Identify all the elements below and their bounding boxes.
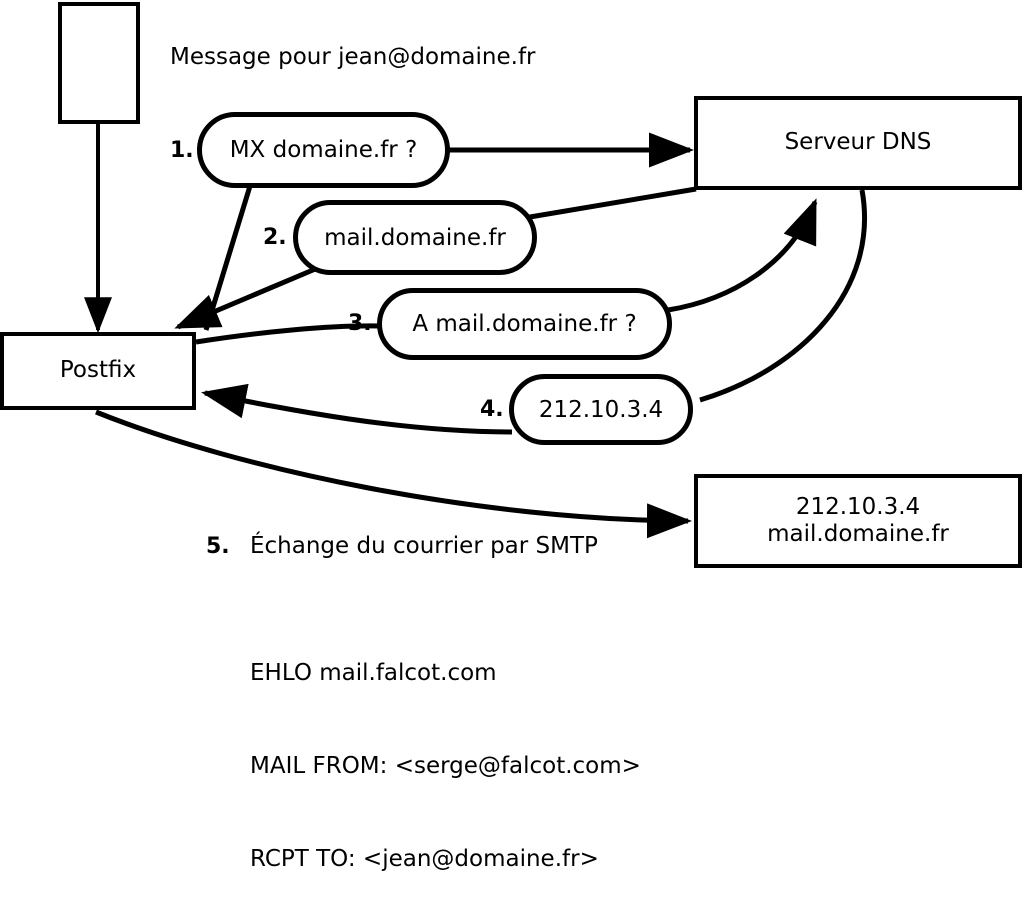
bubble-step-1[interactable]: MX domaine.fr ?: [197, 112, 450, 188]
step-5-label: Échange du courrier par SMTP: [250, 533, 598, 559]
step-number-1: 1.: [170, 138, 194, 163]
step-number-3: 3.: [348, 311, 372, 336]
node-mail-server[interactable]: 212.10.3.4 mail.domaine.fr: [694, 474, 1022, 568]
bubble-step-3-label: A mail.domaine.fr ?: [412, 311, 637, 337]
node-dns-server-label: Serveur DNS: [784, 129, 932, 156]
smtp-line: EHLO mail.falcot.com: [250, 660, 497, 686]
message-header-text: Message pour jean@domaine.fr: [170, 44, 536, 70]
node-sender[interactable]: [58, 2, 140, 124]
node-dns-server[interactable]: Serveur DNS: [694, 96, 1022, 190]
bubble-step-1-label: MX domaine.fr ?: [229, 137, 418, 163]
node-mail-server-host: mail.domaine.fr: [767, 521, 949, 547]
bubble-step-2-label: mail.domaine.fr: [324, 224, 506, 251]
connector-dns-to-bubble4: [699, 189, 867, 403]
connector-dns-to-bubble2: [499, 186, 697, 225]
arrow-bubble4-to-postfix: [201, 383, 513, 435]
arrow-postfix-to-mailserver: [95, 409, 692, 539]
node-mail-server-ip: 212.10.3.4: [795, 493, 921, 520]
bubble-step-4[interactable]: 212.10.3.4: [509, 374, 693, 445]
bubble-step-2[interactable]: mail.domaine.fr: [293, 200, 537, 275]
arrow-bubble3-to-dns: [667, 198, 818, 313]
step-number-2: 2.: [263, 225, 287, 250]
node-postfix[interactable]: Postfix: [0, 332, 196, 410]
arrow-bubble2-to-postfix: [174, 264, 321, 330]
node-postfix-label: Postfix: [59, 357, 137, 384]
connector-postfix-to-bubble3: [195, 323, 381, 345]
smtp-line: MAIL FROM: <serge@falcot.com>: [250, 753, 641, 779]
bubble-step-3[interactable]: A mail.domaine.fr ?: [377, 288, 672, 360]
step-number-5: 5.: [206, 534, 230, 559]
smtp-line: RCPT TO: <jean@domaine.fr>: [250, 846, 599, 872]
smtp-transcript: EHLO mail.falcot.com MAIL FROM: <serge@f…: [250, 596, 641, 919]
bubble-step-4-label: 212.10.3.4: [538, 396, 664, 423]
step-number-4: 4.: [480, 397, 504, 422]
